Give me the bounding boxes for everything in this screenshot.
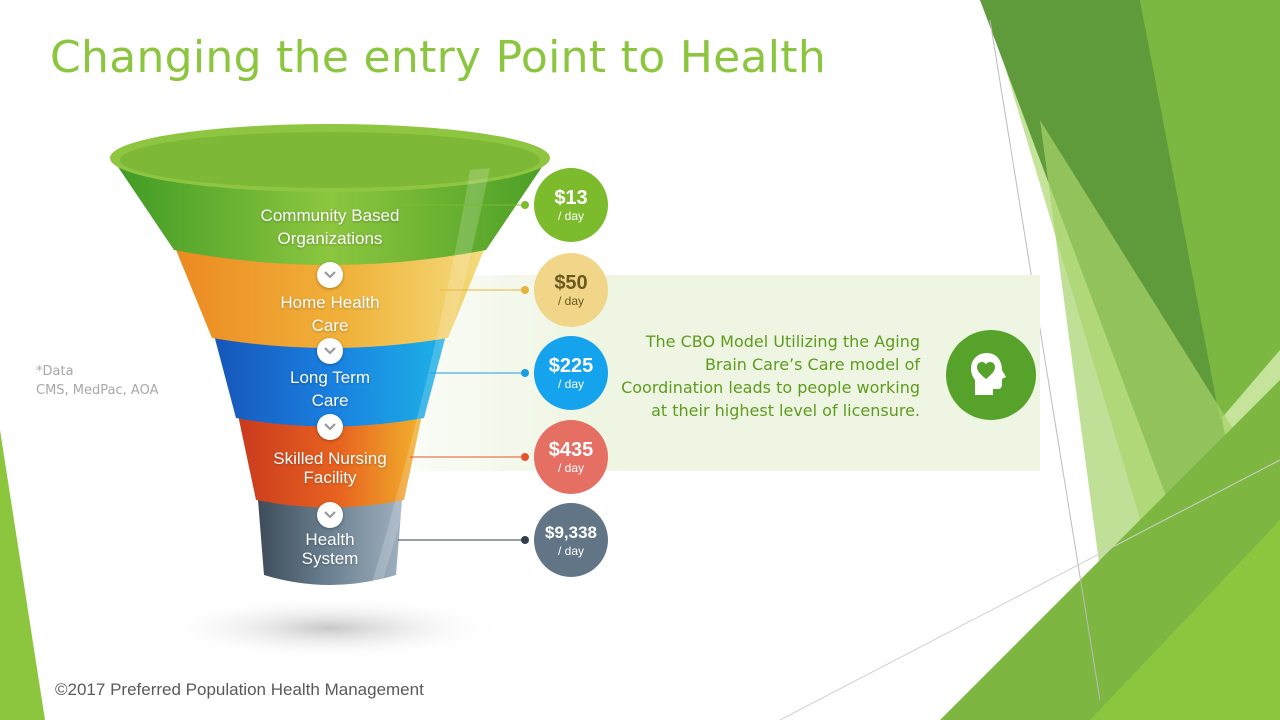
cost-unit: / day [557, 377, 584, 391]
stage-label-line: Care [311, 391, 349, 410]
cost-circle-health-system: $9,338 / day [534, 503, 608, 577]
cost-circle-community: $13 / day [534, 168, 608, 242]
cost-amount: $225 [548, 355, 594, 377]
cost-amount: $13 [554, 187, 588, 209]
stage-label-line: Care [311, 316, 349, 335]
stage-label-line: Community Based [260, 206, 400, 225]
chevron-down-icon [317, 262, 343, 288]
source-note: *Data CMS, MedPac, AOA [36, 362, 158, 400]
connectors [398, 201, 529, 544]
stage-label-line: Skilled Nursing [273, 449, 387, 468]
stage-label-line: System [301, 549, 359, 568]
slide-title: Changing the entry Point to Health [50, 32, 827, 83]
stage-label-long-term-care: Long Term Care [230, 366, 430, 412]
cost-unit: / day [557, 461, 584, 475]
copyright: ©2017 Preferred Population Health Manage… [55, 680, 424, 699]
cost-circle-home-health: $50 / day [534, 253, 608, 327]
stage-label-line: Long Term [289, 368, 370, 387]
chevron-down-icon [317, 338, 343, 364]
funnel-stage-home-health [176, 250, 484, 348]
cost-unit: / day [557, 209, 584, 223]
stage-label-community: Community Based Organizations [230, 204, 430, 250]
stage-label-skilled-nursing: Skilled Nursing Facility [230, 449, 430, 487]
cost-circle-long-term-care: $225 / day [534, 336, 608, 410]
funnel [110, 124, 550, 590]
cost-amount: $9,338 [545, 523, 597, 542]
funnel-stage-health-system [258, 500, 402, 585]
stage-label-home-health: Home Health Care [230, 291, 430, 337]
funnel-stage-skilled-nursing [238, 415, 422, 508]
stage-label-line: Organizations [277, 229, 383, 248]
source-note-line: CMS, MedPac, AOA [36, 383, 159, 398]
cost-circle-skilled-nursing: $435 / day [534, 420, 608, 494]
cost-unit: / day [557, 294, 584, 308]
chevron-down-icon [317, 414, 343, 440]
cost-amount: $435 [548, 439, 594, 461]
stage-label-health-system: Health System [230, 530, 430, 568]
stage-label-line: Facility [303, 468, 357, 487]
cbo-description: The CBO Model Utilizing the Aging Brain … [621, 332, 920, 420]
funnel-shadow [155, 596, 505, 660]
stage-label-line: Health [305, 530, 355, 549]
source-note-line: *Data [36, 364, 74, 379]
funnel-stage-long-term-care [214, 335, 446, 427]
stage-label-line: Home Health [280, 293, 380, 312]
head-heart-icon [946, 330, 1036, 420]
cost-unit: / day [557, 544, 584, 558]
chevron-down-icon [317, 502, 343, 528]
cost-amount: $50 [554, 272, 588, 294]
